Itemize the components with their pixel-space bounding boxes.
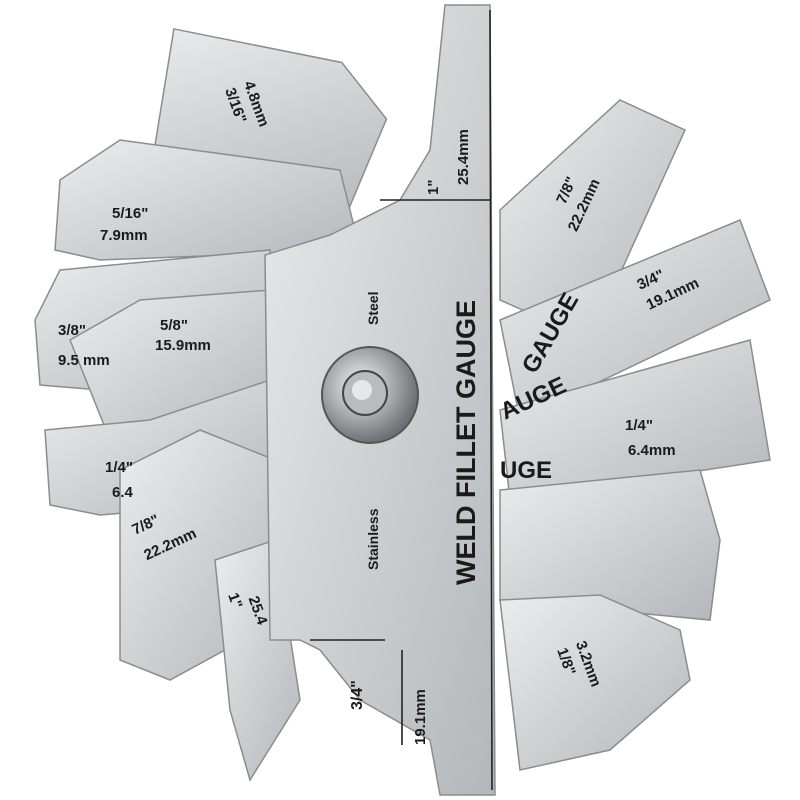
zone-label-stainless: Stainless	[365, 508, 381, 570]
thumb-screw	[321, 346, 419, 444]
blade-inch-5-16: 5/16"	[112, 205, 148, 222]
blade-mm-1-4-right: 6.4mm	[628, 442, 676, 459]
blade-mm-5-8: 15.9mm	[155, 337, 211, 354]
center-mm-3-4: 19.1mm	[412, 689, 429, 745]
blade-mm-3-8: 9.5 mm	[58, 352, 110, 369]
center-mm-1: 25.4mm	[455, 129, 472, 185]
blade-inch-1-left: 1"	[224, 591, 245, 611]
blade-mm-1-4-left: 6.4	[112, 484, 134, 501]
blade-inch-3-8: 3/8"	[58, 322, 86, 339]
center-inch-3-4: 3/4"	[349, 680, 366, 710]
right-blade-1-4	[499, 339, 771, 501]
gauge-title: WELD FILLET GAUGE	[451, 300, 481, 585]
blade-inch-1-4-left: 1/4"	[105, 459, 133, 476]
center-inch-1: 1"	[425, 180, 442, 195]
right-blade-3-4	[499, 219, 771, 422]
right-blade-7-8	[499, 99, 686, 341]
blade-inch-1-4-right: 1/4"	[625, 417, 653, 434]
right-blade-1-8	[499, 594, 691, 771]
right-blade-small	[499, 469, 721, 621]
blade-partial-uge: UGE	[500, 457, 552, 484]
blade-inch-5-8: 5/8"	[160, 317, 188, 334]
blade-mm-5-16: 7.9mm	[100, 227, 148, 244]
zone-label-steel: Steel	[365, 292, 381, 325]
